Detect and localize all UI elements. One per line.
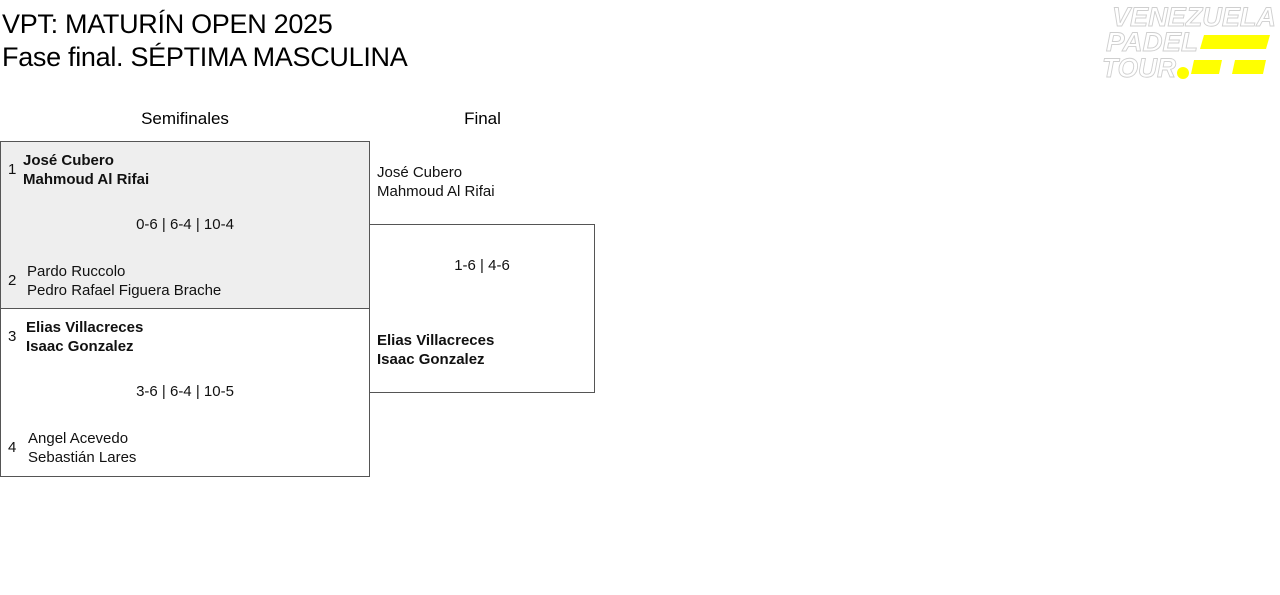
page-subtitle: Fase final. SÉPTIMA MASCULINA [2,42,408,72]
player-name: Isaac Gonzalez [26,338,134,355]
page-title: VPT: MATURÍN OPEN 2025 [2,9,333,39]
logo-line-1: VENEZUELA [1112,2,1276,32]
player-name: Elias Villacreces [377,332,495,349]
round-label-semifinals: Semifinales [141,109,229,128]
final-score: 1-6 | 4-6 [454,257,510,274]
player-name: José Cubero [23,152,114,169]
match-score: 0-6 | 6-4 | 10-4 [136,216,234,233]
logo-line-3: TOUR [1102,53,1176,82]
seed-number: 4 [8,439,17,456]
round-label-final: Final [464,109,501,128]
final-team-top: José Cubero Mahmoud Al Rifai [377,163,495,201]
final-match [369,224,595,393]
player-name: Isaac Gonzalez [377,351,485,368]
logo-accent [1177,35,1270,79]
seed-number: 1 [8,161,17,178]
page-header: VPT: MATURÍN OPEN 2025 Fase final. SÉPTI… [2,8,408,74]
player-name: Sebastián Lares [28,449,137,466]
match-score: 3-6 | 6-4 | 10-5 [136,383,234,400]
player-name: Mahmoud Al Rifai [377,183,495,200]
team-entry-winner: José Cubero Mahmoud Al Rifai [23,151,149,189]
team-entry-winner: Elias Villacreces Isaac Gonzalez [26,318,143,356]
seed-number: 2 [8,272,17,289]
semifinal-match-1: 1 José Cubero Mahmoud Al Rifai 0-6 | 6-4… [0,141,370,309]
seed-number: 3 [8,328,17,345]
logo-line-2: PADEL [1106,27,1198,57]
player-name: Elias Villacreces [26,319,144,336]
player-name: Pedro Rafael Figuera Brache [27,282,222,299]
team-entry: Pardo Ruccolo Pedro Rafael Figuera Brach… [27,262,221,300]
player-name: Mahmoud Al Rifai [23,171,150,188]
player-name: Angel Acevedo [28,430,129,447]
team-entry: Angel Acevedo Sebastián Lares [28,429,136,467]
final-team-bottom-winner: Elias Villacreces Isaac Gonzalez [377,331,494,369]
semifinal-match-2: 3 Elias Villacreces Isaac Gonzalez 3-6 |… [0,308,370,477]
venezuela-padel-tour-logo: VENEZUELA PADEL TOUR [1102,2,1276,82]
player-name: Pardo Ruccolo [27,263,126,280]
player-name: José Cubero [377,164,463,181]
